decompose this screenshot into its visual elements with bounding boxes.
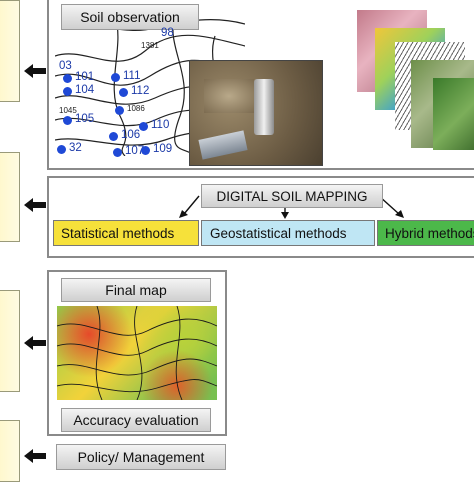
policy-management-label: Policy/ Management [56, 444, 226, 470]
point-label: 110 [151, 119, 170, 131]
point-label: 1381 [141, 41, 159, 50]
dsm-title: DIGITAL SOIL MAPPING [201, 184, 383, 208]
point-label: 112 [131, 85, 150, 97]
left-step-card-4 [0, 420, 20, 482]
sample-point-marker [63, 116, 72, 125]
point-label: 1045 [59, 106, 77, 115]
point-label: 1086 [127, 104, 145, 113]
covariate-layer-landcover [433, 78, 474, 150]
point-label: 107 [125, 145, 145, 157]
accuracy-evaluation-label: Accuracy evaluation [61, 408, 211, 432]
point-label: 101 [75, 71, 95, 83]
geostatistical-methods-box: Geostatistical methods [201, 220, 375, 246]
point-label: 98 [161, 27, 174, 39]
soil-core-cylinder [254, 79, 274, 135]
point-label: 109 [153, 143, 173, 155]
sample-point-marker [57, 145, 66, 154]
sample-point-marker [119, 88, 128, 97]
predicted-soil-map [57, 306, 217, 400]
sample-point-marker [141, 146, 150, 155]
arrow-left-icon [24, 449, 46, 463]
sample-point-marker [113, 148, 122, 157]
left-step-card-3 [0, 290, 20, 392]
point-label: 105 [75, 113, 95, 125]
sample-point-marker [139, 122, 148, 131]
sampling-points-layer: 98 1381 03 101 111 104 112 1045 105 1086… [55, 16, 245, 157]
arrow-left-icon [24, 198, 46, 212]
sample-point-marker [63, 87, 72, 96]
arrow-left-icon [24, 336, 46, 350]
point-label: 106 [121, 129, 141, 141]
left-step-card-2 [0, 152, 20, 242]
map-contour-overlay [57, 306, 217, 400]
left-step-card-1 [0, 0, 20, 102]
digital-soil-mapping-panel: DIGITAL SOIL MAPPING Statistical methods… [47, 176, 474, 258]
sample-point-marker [63, 74, 72, 83]
statistical-methods-box: Statistical methods [53, 220, 199, 246]
hybrid-methods-box: Hybrid methods [377, 220, 474, 246]
point-label: 104 [75, 84, 95, 96]
arrow-left-icon [24, 64, 46, 78]
photo-ground-patch [204, 79, 254, 113]
soil-observation-panel: Soil observation 98 1381 03 101 111 104 … [47, 0, 474, 170]
field-sampling-photo [189, 60, 323, 166]
final-map-panel: Final map Accuracy evaluation [47, 270, 227, 436]
point-label: 32 [69, 142, 82, 154]
point-label: 03 [59, 60, 72, 72]
final-map-title: Final map [61, 278, 211, 302]
sample-point-marker [111, 73, 120, 82]
sample-point-marker [115, 106, 124, 115]
soil-observation-title: Soil observation [61, 4, 199, 30]
sample-point-marker [109, 132, 118, 141]
soil-auger-blade [198, 130, 248, 160]
point-label: 111 [123, 70, 141, 82]
